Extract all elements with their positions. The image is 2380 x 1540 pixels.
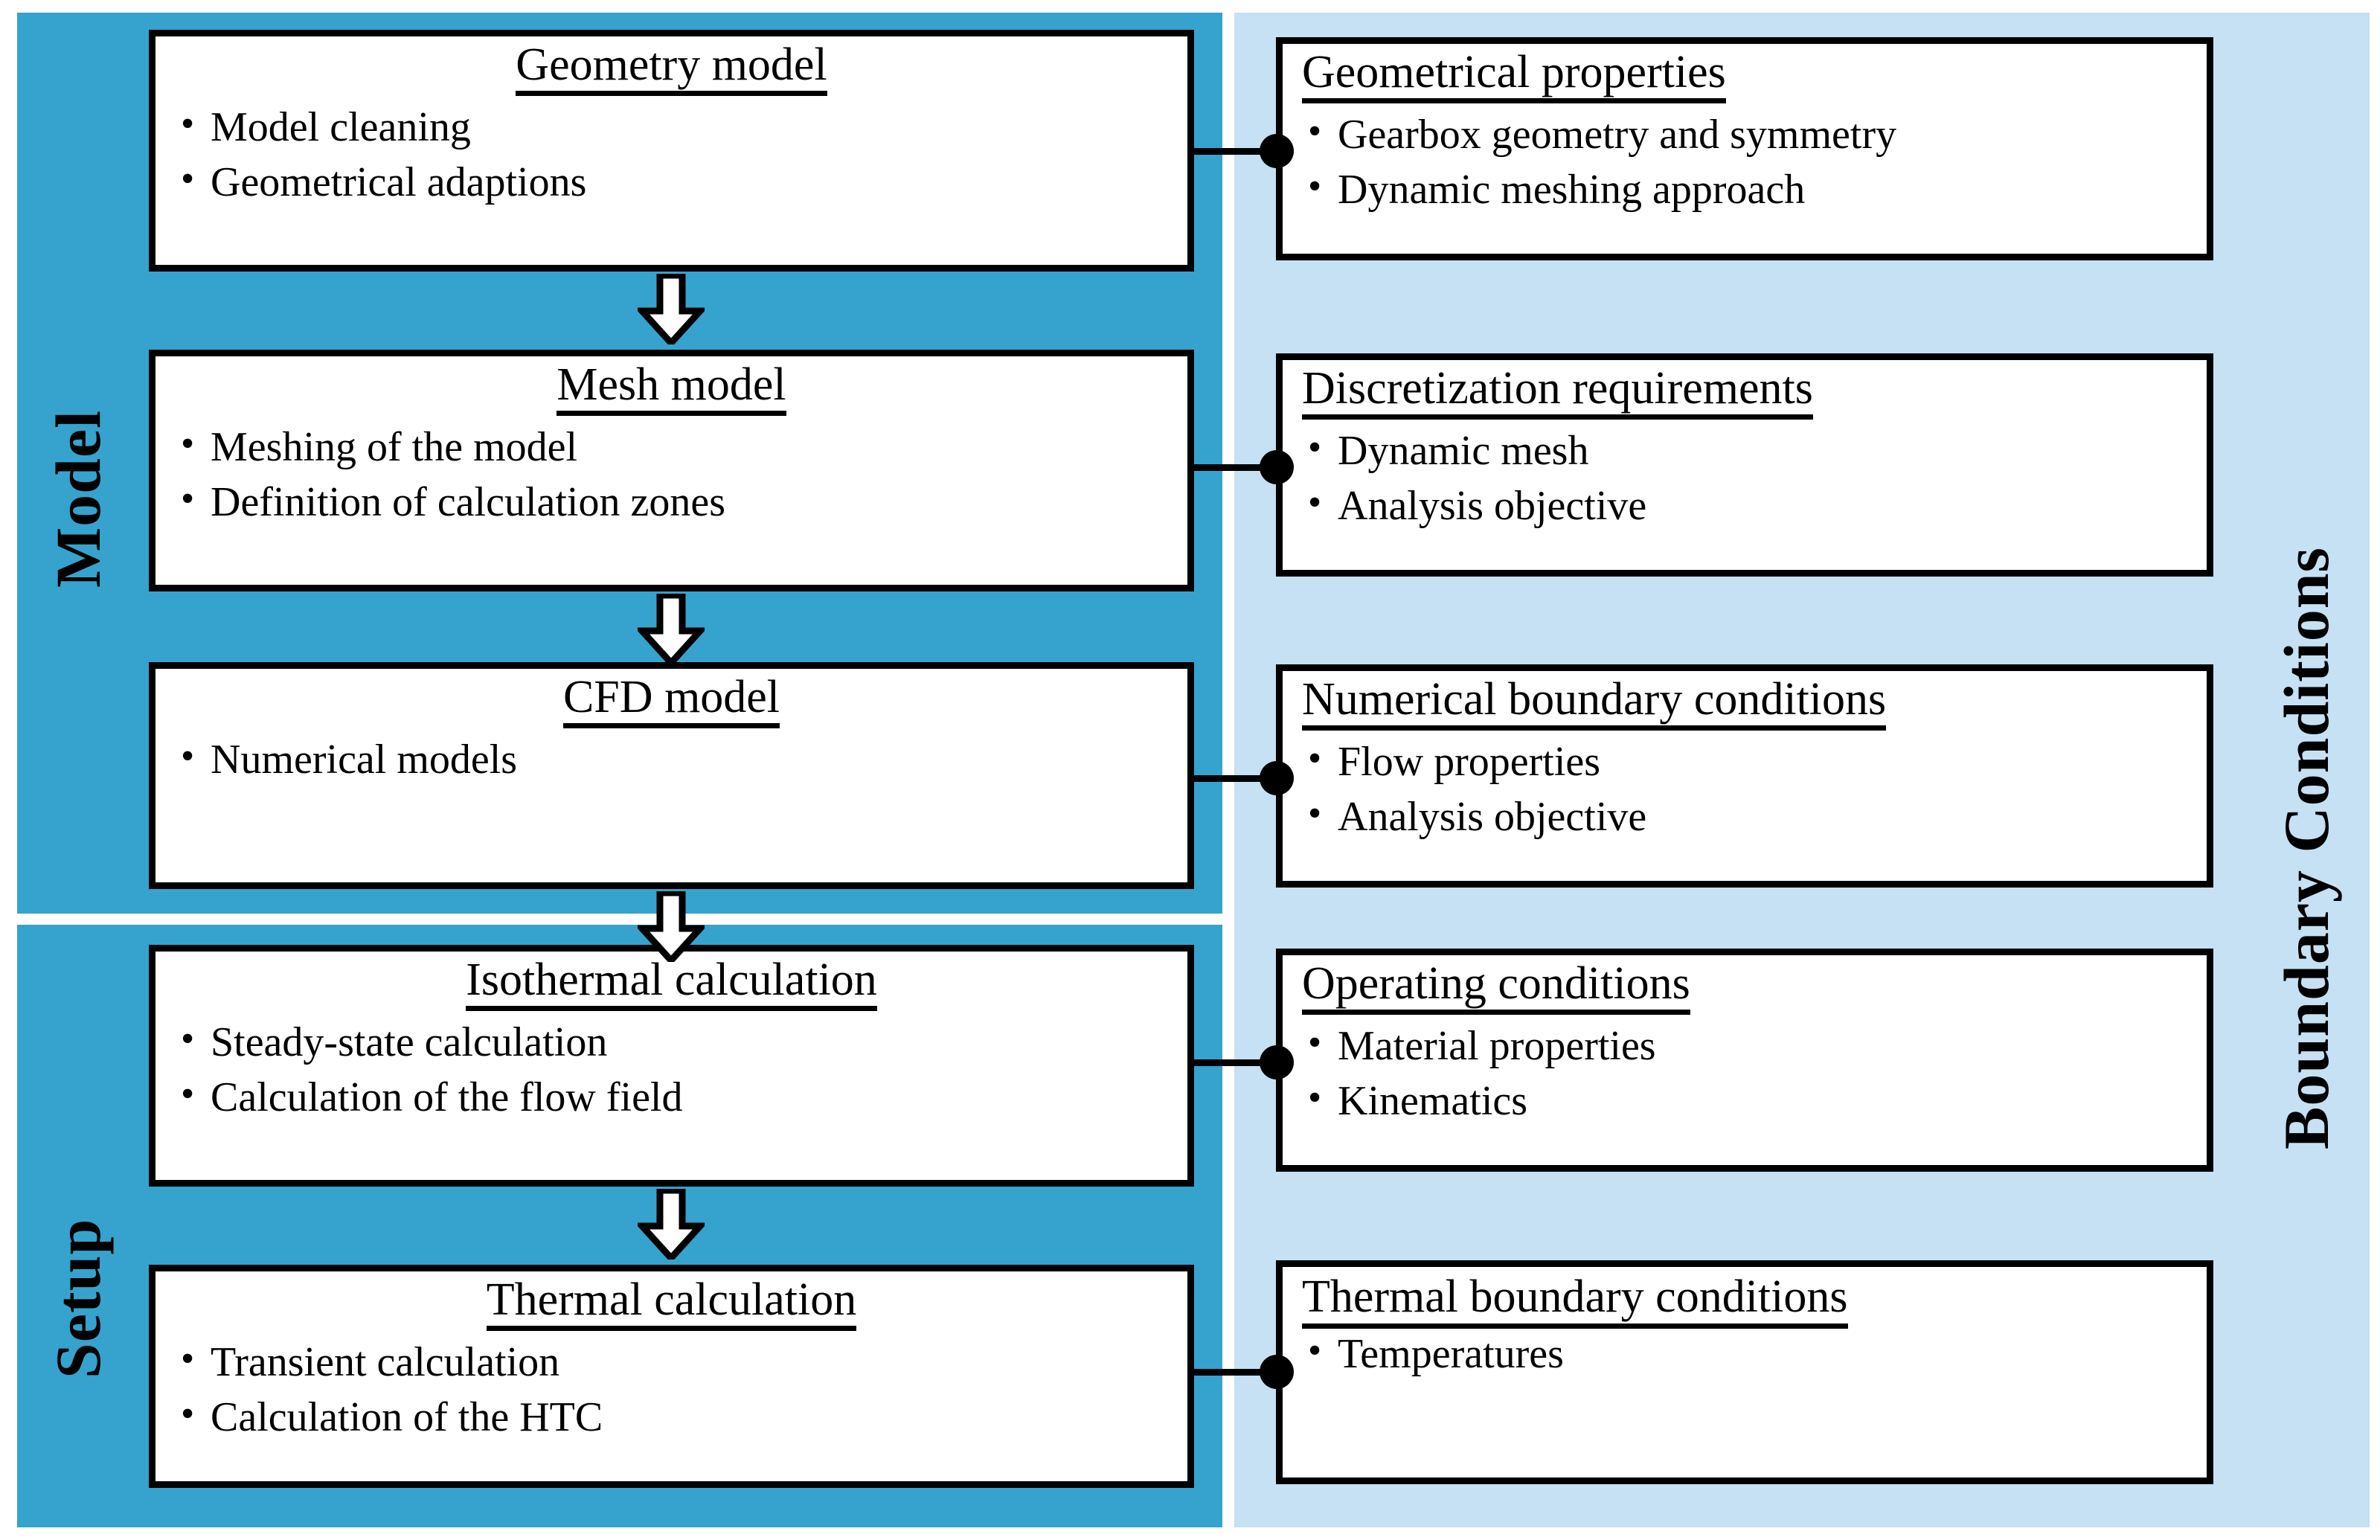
- process-box-geometry-model[interactable]: Geometry model Model cleaning Geometrica…: [149, 30, 1194, 272]
- box-title: Mesh model: [155, 360, 1187, 417]
- list-item: Numerical models: [178, 731, 1177, 788]
- flow-arrow-down-icon: [638, 891, 705, 962]
- condition-box-discretization-requirements[interactable]: Discretization requirements Dynamic mesh…: [1276, 353, 2213, 577]
- connector-line: [1194, 1369, 1293, 1376]
- list-item: Steady-state calculation: [178, 1014, 1177, 1071]
- box-bullet-list: Gearbox geometry and symmetry Dynamic me…: [1283, 106, 2207, 218]
- process-box-thermal-calculation[interactable]: Thermal calculation Transient calculatio…: [149, 1265, 1194, 1488]
- flow-arrow-down-icon: [638, 594, 705, 664]
- connector-dot-icon: [1260, 1045, 1294, 1079]
- list-item: Analysis objective: [1305, 789, 2196, 845]
- list-item: Definition of calculation zones: [178, 474, 1177, 530]
- box-bullet-list: Temperatures: [1283, 1326, 2207, 1382]
- connector-dot-icon: [1260, 134, 1294, 168]
- list-item: Dynamic meshing approach: [1305, 161, 2196, 218]
- box-bullet-list: Dynamic mesh Analysis objective: [1283, 423, 2207, 534]
- box-title: Thermal boundary conditions: [1283, 1271, 2207, 1329]
- condition-box-geometrical-properties[interactable]: Geometrical properties Gearbox geometry …: [1276, 37, 2213, 260]
- connector-dot-icon: [1260, 761, 1294, 795]
- condition-box-operating-conditions[interactable]: Operating conditions Material properties…: [1276, 949, 2213, 1172]
- box-title: Geometry model: [155, 40, 1187, 97]
- box-title: Numerical boundary conditions: [1283, 675, 2207, 731]
- box-bullet-list: Flow properties Analysis objective: [1283, 734, 2207, 845]
- box-title: Isothermal calculation: [155, 955, 1187, 1012]
- flow-arrow-down-icon: [638, 1189, 705, 1260]
- connector-line: [1194, 464, 1293, 471]
- process-box-cfd-model[interactable]: CFD model Numerical models: [149, 662, 1194, 889]
- flow-arrow-down-icon: [638, 274, 705, 344]
- section-label-boundary-conditions: Boundary Conditions: [2271, 547, 2342, 1150]
- box-bullet-list: Meshing of the model Definition of calcu…: [155, 419, 1187, 530]
- list-item: Temperatures: [1305, 1326, 2196, 1382]
- connector-dot-icon: [1260, 1355, 1294, 1389]
- box-bullet-list: Numerical models: [155, 731, 1187, 788]
- list-item: Geometrical adaptions: [178, 154, 1177, 211]
- box-title: Discretization requirements: [1283, 364, 2207, 420]
- box-title: CFD model: [155, 673, 1187, 729]
- connector-line: [1194, 775, 1293, 782]
- box-title: Operating conditions: [1283, 959, 2207, 1016]
- box-bullet-list: Model cleaning Geometrical adaptions: [155, 99, 1187, 211]
- list-item: Material properties: [1305, 1018, 2196, 1074]
- connector-dot-icon: [1260, 450, 1294, 484]
- list-item: Analysis objective: [1305, 478, 2196, 534]
- condition-box-thermal-boundary-conditions[interactable]: Thermal boundary conditions Temperatures: [1276, 1260, 2213, 1484]
- box-bullet-list: Material properties Kinematics: [1283, 1018, 2207, 1129]
- process-box-isothermal-calculation[interactable]: Isothermal calculation Steady-state calc…: [149, 945, 1194, 1187]
- connector-line: [1194, 148, 1293, 155]
- box-bullet-list: Steady-state calculation Calculation of …: [155, 1014, 1187, 1126]
- list-item: Gearbox geometry and symmetry: [1305, 106, 2196, 163]
- list-item: Transient calculation: [178, 1334, 1177, 1390]
- box-bullet-list: Transient calculation Calculation of the…: [155, 1334, 1187, 1446]
- section-label-model: Model: [42, 409, 114, 588]
- list-item: Kinematics: [1305, 1073, 2196, 1129]
- list-item: Dynamic mesh: [1305, 423, 2196, 479]
- connector-line: [1194, 1059, 1293, 1066]
- box-title: Geometrical properties: [1283, 48, 2207, 104]
- list-item: Meshing of the model: [178, 419, 1177, 475]
- list-item: Model cleaning: [178, 99, 1177, 155]
- condition-box-numerical-boundary-conditions[interactable]: Numerical boundary conditions Flow prope…: [1276, 664, 2213, 888]
- section-label-setup: Setup: [42, 1218, 114, 1379]
- box-title: Thermal calculation: [155, 1275, 1187, 1332]
- list-item: Calculation of the flow field: [178, 1069, 1177, 1126]
- list-item: Calculation of the HTC: [178, 1389, 1177, 1446]
- process-box-mesh-model[interactable]: Mesh model Meshing of the model Definiti…: [149, 350, 1194, 591]
- list-item: Flow properties: [1305, 734, 2196, 790]
